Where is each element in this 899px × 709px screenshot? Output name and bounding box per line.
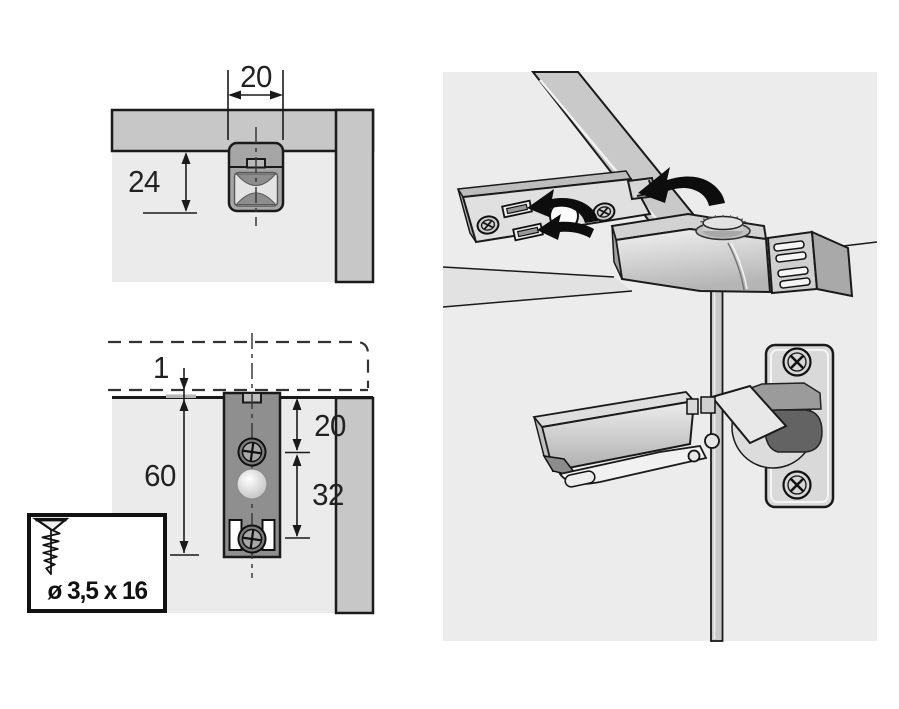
rivet <box>687 449 701 463</box>
adjustment-knob <box>695 215 751 241</box>
dim-arrow <box>179 541 189 553</box>
dim-arrow <box>292 525 302 537</box>
plate3d-screw-left <box>476 215 500 235</box>
flange-screw-top <box>782 347 812 377</box>
rivet <box>704 433 720 449</box>
dimension-hole-spacing-32 <box>285 456 310 539</box>
shelf-front-edge <box>443 267 632 307</box>
dim-label-hole-offset: 20 <box>314 408 346 443</box>
panel-edge-vertical <box>334 108 375 284</box>
dimension-width-20 <box>227 70 284 140</box>
dim-arrow <box>292 398 302 410</box>
panel-edge-vertical-front <box>334 396 375 615</box>
dim-arrow-down <box>181 200 191 212</box>
dim-label-gap: 1 <box>153 350 169 385</box>
hinge-strap <box>710 384 788 445</box>
rotation-arrow-icon <box>638 167 725 206</box>
arm-seam <box>727 242 745 291</box>
rotation-arrow-icon <box>537 214 594 240</box>
gap-reference-tick <box>166 394 196 398</box>
rotation-arrow-icon <box>527 189 598 223</box>
dim-arrow-left <box>228 90 241 100</box>
dim-arrow <box>292 454 302 466</box>
screw-spec-label: ø 3,5 x 16 <box>47 577 147 605</box>
dim-arrow-up <box>181 152 191 164</box>
mounted-hinge <box>532 343 835 509</box>
screw-spec-box: ø 3,5 x 16 <box>27 513 167 613</box>
dim-arrow <box>179 378 189 390</box>
top-view-diagram <box>110 70 375 284</box>
arm-left-facet <box>611 225 623 280</box>
plate-hole-ball <box>236 468 268 500</box>
assembly-illustration <box>442 71 878 642</box>
mounting-plate-front-view <box>222 333 282 578</box>
dim-arrow-right <box>270 90 283 100</box>
pin-bracket <box>700 396 716 414</box>
plate-screw-bottom <box>237 524 267 554</box>
dim-arrow <box>179 399 189 411</box>
plate3d-slot-upper <box>501 199 533 219</box>
dim-label-width: 20 <box>240 59 272 94</box>
dimension-gap-and-height <box>170 368 199 556</box>
dim-arrow <box>292 439 302 451</box>
dim-label-hole-spacing: 32 <box>312 477 344 512</box>
door-edge-closed <box>710 287 724 642</box>
knurling <box>700 215 746 223</box>
dim-label-height: 60 <box>144 458 176 493</box>
damper-block <box>765 230 854 298</box>
countersunk-screw-icon <box>32 517 70 576</box>
pin-bracket <box>686 398 699 415</box>
hinge-mount-top-view <box>227 127 285 226</box>
plate-screw-top <box>237 437 267 467</box>
flange-screw-bottom <box>782 470 812 500</box>
hinge-arm-assembly <box>610 212 854 298</box>
dim-label-depth: 24 <box>128 164 160 199</box>
door-outline-dashed <box>108 340 370 388</box>
cabinet-panel-face <box>112 151 336 282</box>
